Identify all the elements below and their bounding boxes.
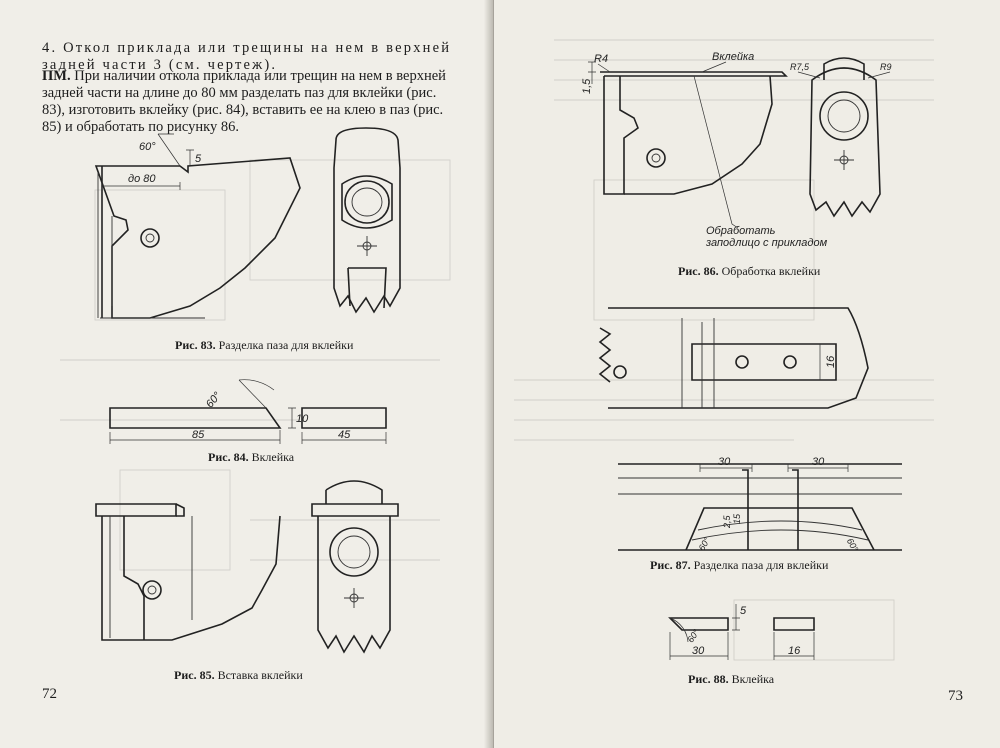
fig86-insert-label: Вклейка — [712, 51, 754, 63]
page-number-right: 73 — [948, 688, 963, 704]
fig87-length-b-label: 30 — [812, 456, 825, 468]
fig84-height-label: 10 — [296, 413, 309, 425]
figure-83-number: Рис. 83. — [175, 338, 216, 352]
figure-84-drawing: 60° 10 85 45 — [109, 379, 387, 444]
figure-87-number: Рис. 87. — [650, 558, 691, 572]
fig88-height-label: 5 — [740, 605, 747, 617]
fig86-finish-label-line2: заподлицо с прикладом — [705, 237, 828, 249]
figure-83-drawing: 60° 5 до 80 — [94, 127, 401, 319]
figure-85-drawing — [95, 480, 399, 654]
figure-83-caption: Рис. 83. Разделка паза для вклейки — [175, 338, 353, 353]
left-page: 4. Откол приклада или трещины на нем в в… — [0, 0, 492, 748]
figure-87-top-drawing: 16 — [598, 307, 869, 409]
fig83-length-label: до 80 — [128, 173, 156, 185]
figure-85-title: Вставка вклейки — [217, 668, 303, 682]
figure-87-caption: Рис. 87. Разделка паза для вклейки — [650, 558, 828, 573]
repair-instructions: ПМ. При наличии откола приклада или трещ… — [42, 68, 460, 136]
fig86-radius-a-label: R4 — [594, 53, 608, 65]
figure-84-title: Вклейка — [251, 450, 295, 464]
figure-86-drawing: 1,5 R4 Вклейка Обработать заподлицо с пр… — [581, 51, 892, 249]
right-page: 1,5 R4 Вклейка Обработать заподлицо с пр… — [494, 0, 1000, 748]
figure-84-caption: Рис. 84. Вклейка — [208, 450, 294, 465]
fig87-angle-b-label: 60° — [845, 537, 861, 554]
show-through-left — [60, 159, 451, 571]
fig87-width-top-label: 16 — [825, 355, 837, 368]
figure-87-title: Разделка паза для вклейки — [693, 558, 829, 572]
fig88-length-a-label: 30 — [692, 645, 705, 657]
fig84-length-b-label: 45 — [338, 429, 351, 441]
figure-88-drawing: 60° 5 30 16 — [668, 604, 815, 660]
fig88-length-b-label: 16 — [788, 645, 801, 657]
fig83-angle-label: 60° — [139, 141, 156, 153]
fig86-height-label: 1,5 — [581, 78, 593, 94]
fig83-height-label: 5 — [195, 153, 202, 165]
figure-86-number: Рис. 86. — [678, 264, 719, 278]
section-heading: 4. Откол приклада или трещины на нем в в… — [42, 40, 452, 73]
figure-87-section-drawing: 30 30 2,5 15 60° 60° — [618, 456, 902, 554]
fig84-length-a-label: 85 — [192, 429, 205, 441]
fig86-radius-b-label: R7,5 — [790, 62, 810, 72]
fig87-depth-b-label: 15 — [732, 513, 742, 524]
figure-88-caption: Рис. 88. Вклейка — [688, 672, 774, 687]
figure-88-number: Рис. 88. — [688, 672, 729, 686]
fig86-finish-label-line1: Обработать — [706, 225, 776, 237]
figure-86-title: Обработка вклейки — [721, 264, 821, 278]
fig87-length-a-label: 30 — [718, 456, 731, 468]
figure-88-title: Вклейка — [731, 672, 775, 686]
figure-83-title: Разделка паза для вклейки — [218, 338, 354, 352]
figure-86-caption: Рис. 86. Обработка вклейки — [678, 264, 820, 279]
fig87-depth-a-label: 2,5 — [722, 514, 732, 529]
fig86-radius-c-label: R9 — [880, 62, 892, 72]
pm-text: При наличии откола приклада или трещин н… — [42, 68, 446, 135]
figure-85-number: Рис. 85. — [174, 668, 215, 682]
pm-label: ПМ. — [42, 68, 71, 84]
page-number-left: 72 — [42, 686, 57, 702]
figure-84-number: Рис. 84. — [208, 450, 249, 464]
figure-85-caption: Рис. 85. Вставка вклейки — [174, 668, 303, 683]
